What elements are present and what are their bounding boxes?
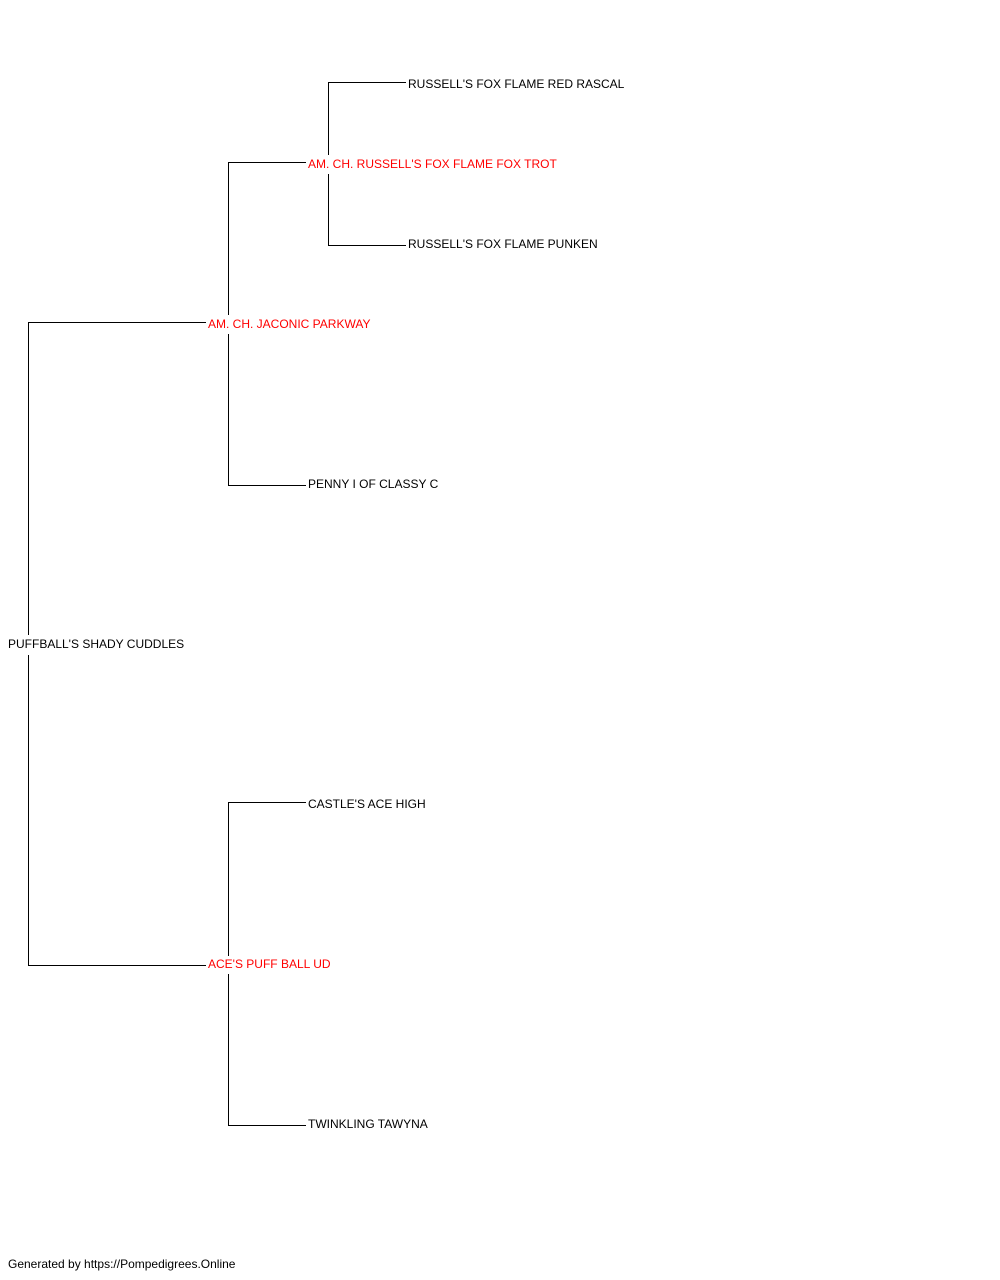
dam-sire-name: CASTLE'S ACE HIGH bbox=[308, 797, 426, 811]
dam-name: ACE'S PUFF BALL UD bbox=[208, 957, 331, 971]
subject-name: PUFFBALL'S SHADY CUDDLES bbox=[8, 637, 185, 651]
dam-dam-name: TWINKLING TAWYNA bbox=[308, 1117, 428, 1131]
sire-sire-dam-name: RUSSELL'S FOX FLAME PUNKEN bbox=[408, 237, 598, 251]
generator-credit: Generated by https://Pompedigrees.Online bbox=[8, 1257, 236, 1271]
sire-sire-sire-name: RUSSELL'S FOX FLAME RED RASCAL bbox=[408, 77, 625, 91]
sire-name: AM. CH. JACONIC PARKWAY bbox=[208, 317, 371, 331]
sire-dam-name: PENNY I OF CLASSY C bbox=[308, 477, 439, 491]
sire-sire-name: AM. CH. RUSSELL'S FOX FLAME FOX TROT bbox=[308, 157, 557, 171]
